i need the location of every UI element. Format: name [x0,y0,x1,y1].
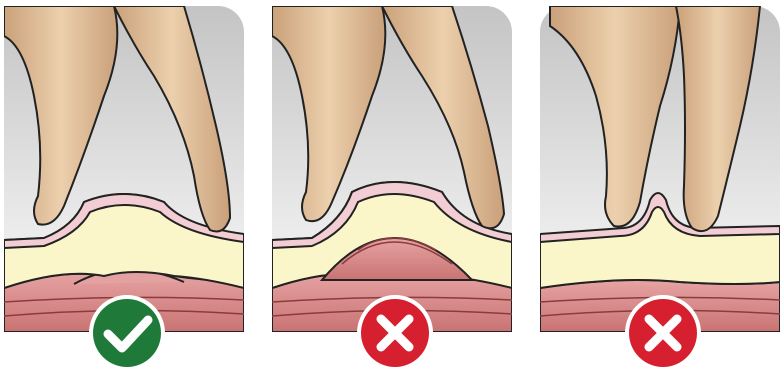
correct-badge [86,292,168,374]
cross-icon [622,292,704,374]
too-shallow-pinch-illustration [540,6,780,332]
incorrect-badge-deep [354,292,436,374]
correct-pinch-illustration [4,6,244,332]
panel-correct-pinch [4,6,244,332]
incorrect-badge-shallow [622,292,704,374]
panel-too-deep-pinch [272,6,512,332]
checkmark-icon [86,292,168,374]
too-deep-pinch-illustration [272,6,512,332]
cross-icon [354,292,436,374]
panel-too-shallow-pinch [540,6,780,332]
